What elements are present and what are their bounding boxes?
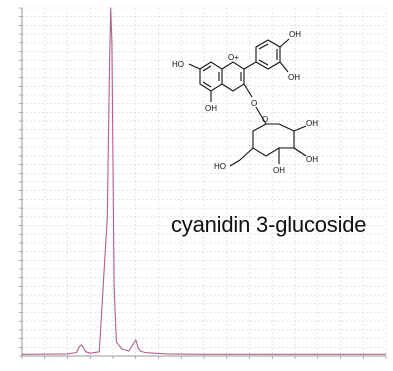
bond-a-ho xyxy=(188,63,201,70)
atom-o-sugar: O xyxy=(262,115,268,124)
traces xyxy=(21,7,386,355)
atom-ho-a: HO xyxy=(172,60,184,69)
atom-oh-s2: OH xyxy=(306,155,318,164)
bond-b-oh2 xyxy=(279,61,289,73)
atom-oh-s1: OH xyxy=(306,119,318,128)
ring-b-double-3 xyxy=(258,59,269,66)
molecular-structure: HO O+ OH OH OH O O HO OH OH OH xyxy=(172,30,318,175)
ring-c xyxy=(221,61,245,92)
ring-a-double-2 xyxy=(202,81,212,88)
ring-b-double-1 xyxy=(258,43,269,50)
axes xyxy=(19,7,387,359)
atom-oh-b1: OH xyxy=(289,30,301,39)
atom-o-ring: O+ xyxy=(228,53,239,62)
bond-sugar-oh2 xyxy=(293,147,307,157)
atom-oh-s3: OH xyxy=(273,166,285,175)
atom-oh-b2: OH xyxy=(288,73,300,82)
atom-o-glyc: O xyxy=(251,99,257,108)
structure-bonds xyxy=(188,38,307,167)
bond-sugar-oh1 xyxy=(293,125,307,132)
atom-oh-a5: OH xyxy=(205,104,217,113)
compound-caption: cyanidin 3-glucoside xyxy=(171,212,367,237)
ring-a-double-1 xyxy=(202,65,212,72)
bond-c-b xyxy=(243,61,257,70)
bond-o-c1 xyxy=(255,106,267,125)
bond-b-oh1 xyxy=(279,38,290,48)
bond-c3-o xyxy=(243,83,253,98)
bond-ch2-ho xyxy=(229,159,241,167)
bond-sugar-ch2 xyxy=(239,147,254,161)
series-trace xyxy=(21,7,386,355)
ring-glucose xyxy=(252,123,295,157)
atom-ho-ch2: HO xyxy=(214,162,226,171)
